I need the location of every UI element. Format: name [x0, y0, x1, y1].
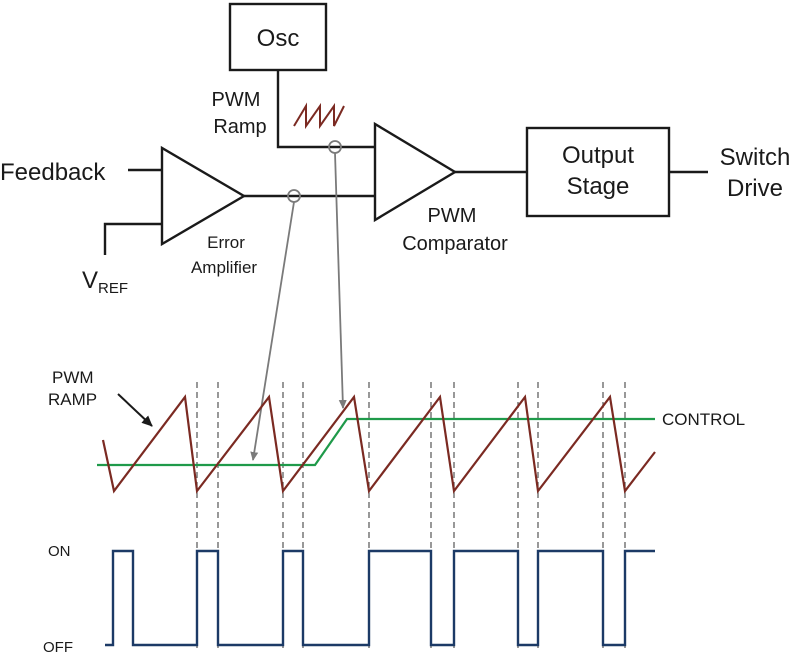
pwm-comp-label-line2: Comparator — [402, 233, 508, 255]
vref-wire — [103, 222, 162, 255]
waveform-ramp-label-line1: PWM — [52, 368, 94, 387]
pwm-ramp-label-line2: Ramp — [213, 116, 266, 138]
waveform-ramp-label-line2: RAMP — [48, 390, 97, 409]
ramp-symbol — [293, 102, 345, 130]
switch-drive-label-line2: Drive — [727, 175, 783, 202]
control-label: CONTROL — [662, 410, 745, 429]
control-probe-arrow — [250, 201, 295, 461]
on-label: ON — [48, 543, 71, 560]
oscillator-block — [228, 2, 328, 72]
ramp-probe-arrow — [334, 152, 347, 409]
pwm-output-waveform — [105, 549, 655, 647]
block-diagram: Osc PWM Ramp Feedback VREF Error Amplifi… — [0, 2, 791, 461]
feedback-label: Feedback — [0, 159, 106, 186]
error-amp-label-line1: Error — [207, 233, 245, 252]
pwm-comparator — [373, 121, 458, 223]
output-stage-label-line2: Stage — [567, 173, 630, 200]
pwm-ramp-waveform — [101, 394, 656, 494]
ramp-label-pointer — [117, 393, 153, 427]
timing-waveforms: CONTROL PWM RAMP ON OFF — [43, 368, 745, 656]
switch-drive-label-line1: Switch — [720, 144, 791, 171]
vref-label: VREF — [82, 267, 128, 297]
error-amplifier — [160, 145, 247, 247]
off-label: OFF — [43, 639, 73, 656]
pwm-ramp-label-line1: PWM — [212, 89, 261, 111]
pwm-comp-label-line1: PWM — [428, 205, 477, 227]
output-stage-label-line1: Output — [562, 142, 634, 169]
output-stage-block — [525, 126, 671, 218]
control-level-line — [97, 417, 655, 467]
error-amp-label-line2: Amplifier — [191, 258, 257, 277]
oscillator-label: Osc — [257, 25, 300, 52]
ramp-wire — [276, 70, 375, 149]
transition-markers — [196, 382, 626, 652]
